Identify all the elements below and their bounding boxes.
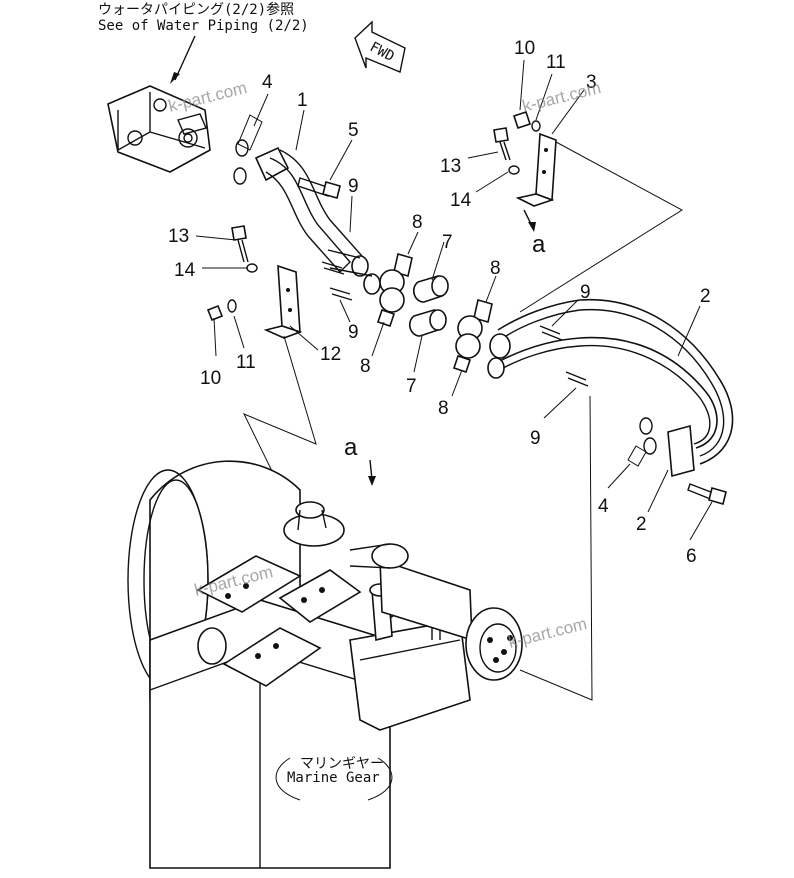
callout-9: 9 (580, 282, 591, 303)
bracket-part-3 (515, 132, 557, 207)
hose-clamp-part-8-left (376, 252, 413, 328)
o-ring-upper (235, 139, 249, 157)
marine-gear-label-en: Marine Gear (287, 770, 380, 786)
callout-12: 12 (320, 344, 341, 365)
callout-8: 8 (360, 356, 371, 377)
callout-2: 2 (636, 514, 647, 535)
water-piping-ref-jp: ウォータパイピング(2/2)参照 (98, 1, 294, 18)
water-piping-ref-en: See of Water Piping (2/2) (98, 18, 309, 34)
callout-14: 14 (174, 260, 196, 281)
callout-11: 11 (236, 352, 256, 373)
callout-8: 8 (438, 398, 449, 419)
washer-part-14-left (246, 263, 258, 273)
watermark-text: k-part.com (506, 614, 589, 652)
bracket-part-12 (263, 264, 303, 339)
view-a-label-mid: a (344, 434, 358, 461)
nut-part-10-left (206, 304, 224, 322)
callout-9: 9 (348, 176, 359, 197)
callout-9: 9 (348, 322, 359, 343)
marine-gear-label-jp: マリンギヤー (300, 756, 384, 772)
view-a-label-top: a (532, 231, 546, 258)
pipe-part-2 (487, 298, 734, 478)
water-pump-component (107, 85, 211, 173)
callout-8: 8 (490, 258, 501, 279)
o-ring-right-upper (639, 417, 653, 435)
washer-part-11-right (531, 120, 541, 132)
arrow-head-icon (368, 476, 376, 486)
callout-13: 13 (168, 226, 189, 247)
callout-14: 14 (450, 190, 472, 211)
callout-7: 7 (442, 232, 453, 253)
washer-part-14-right (508, 165, 520, 175)
leader-water-ref (174, 35, 196, 81)
bolt-part-13-left (231, 225, 249, 263)
callout-leaders (195, 59, 713, 541)
view-a-outline-right (519, 395, 593, 701)
hose-clamp-part-8-right (452, 298, 493, 374)
stud-part-9c (539, 325, 563, 341)
callout-1: 1 (297, 90, 308, 111)
o-ring-lower (233, 167, 247, 185)
view-a-outline-top (519, 141, 683, 313)
stud-part-9b (329, 287, 353, 301)
hose-part-7 (408, 275, 449, 337)
marine-gear-assembly (127, 460, 523, 869)
callout-4: 4 (262, 72, 273, 93)
view-a-outline-left (242, 335, 317, 521)
bolt-part-13-right (493, 127, 511, 161)
marine-gear-bracket-right (367, 757, 393, 801)
callout-8: 8 (412, 212, 423, 233)
stud-part-9a (321, 261, 345, 275)
watermark-text: k-part.com (166, 78, 249, 116)
washer-part-11-left (227, 299, 237, 313)
callout-4: 4 (598, 496, 609, 517)
callout-10: 10 (200, 368, 221, 389)
callout-10: 10 (514, 38, 535, 59)
stud-part-9d (565, 371, 589, 387)
fwd-label: FWD (367, 39, 397, 65)
callout-3: 3 (586, 72, 597, 93)
callout-5: 5 (348, 120, 359, 141)
callout-7: 7 (406, 376, 417, 397)
o-ring-tag-4 (237, 114, 263, 151)
fwd-arrow-icon: FWD (354, 20, 406, 73)
nut-part-10-right (512, 110, 532, 130)
callout-9: 9 (530, 428, 541, 449)
bolt-part-6 (687, 483, 727, 505)
o-ring-right-lower (643, 437, 657, 455)
elbow-pipe-part-1 (254, 146, 381, 295)
bolt-part-5 (297, 177, 341, 199)
callout-2: 2 (700, 286, 711, 307)
arrow-head-icon (528, 222, 536, 232)
callout-11: 11 (546, 52, 566, 73)
arrow-head-icon (170, 72, 180, 84)
callout-numbers: 1 4 5 9 13 14 10 11 12 9 8 7 8 7 8 8 9 9… (168, 38, 711, 567)
watermark-text: k-part.com (520, 78, 603, 116)
o-ring-tag-4-right (627, 445, 647, 467)
marine-gear-bracket-left (275, 757, 301, 801)
callout-13: 13 (440, 156, 461, 177)
callout-6: 6 (686, 546, 697, 567)
